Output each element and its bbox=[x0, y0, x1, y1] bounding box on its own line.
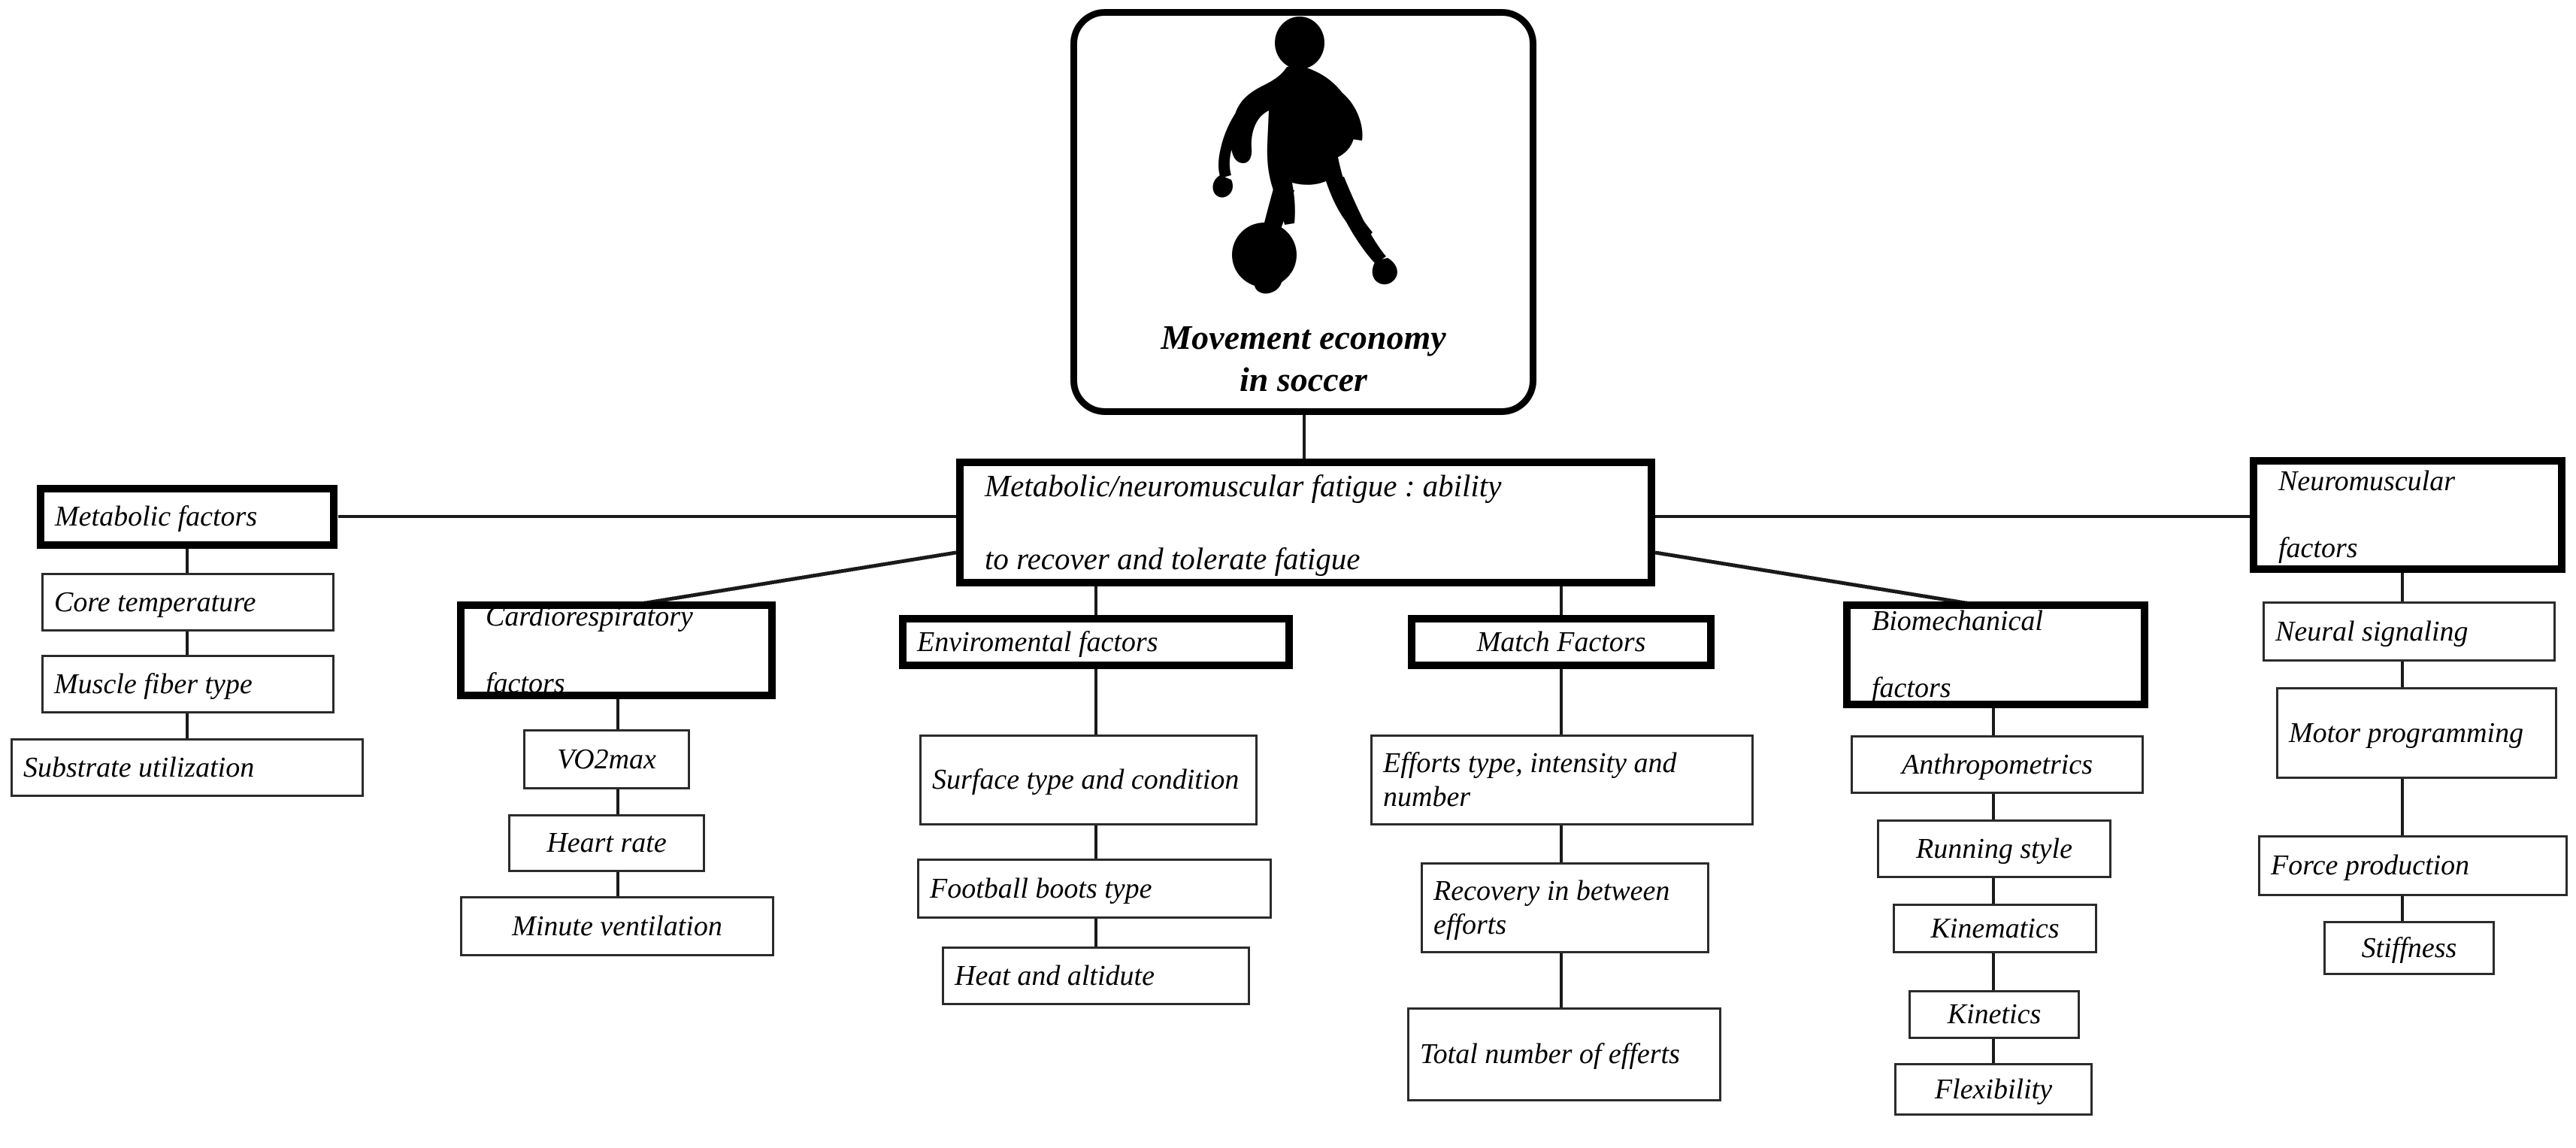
hub-label-line2: to recover and tolerate fatigue bbox=[985, 541, 1361, 577]
node-football-boots-type[interactable]: Football boots type bbox=[917, 859, 1272, 919]
root-label-line2: in soccer bbox=[1240, 360, 1367, 399]
hub-label-line1: Metabolic/neuromuscular fatigue : abilit… bbox=[985, 468, 1502, 504]
node-recovery-in-between-efforts[interactable]: Recovery in between efforts bbox=[1421, 862, 1709, 953]
node-muscle-fiber-type[interactable]: Muscle fiber type bbox=[41, 655, 334, 713]
node-minute-ventilation-label: Minute ventilation bbox=[512, 910, 722, 942]
node-neural-signaling[interactable]: Neural signaling bbox=[2263, 601, 2556, 662]
node-surface-type-and-condition[interactable]: Surface type and condition bbox=[919, 735, 1258, 825]
node-heart-rate[interactable]: Heart rate bbox=[508, 814, 705, 872]
node-anthropometrics[interactable]: Anthropometrics bbox=[1851, 735, 2144, 794]
node-football-boots-type-label: Football boots type bbox=[930, 872, 1152, 904]
node-running-style[interactable]: Running style bbox=[1877, 819, 2111, 878]
node-kinetics-label: Kinetics bbox=[1947, 998, 2042, 1031]
branch-header-environmental[interactable]: Enviromental factors bbox=[899, 615, 1293, 669]
node-flexibility-label: Flexibility bbox=[1934, 1073, 2053, 1105]
node-stiffness-label: Stiffness bbox=[2361, 931, 2457, 964]
node-recovery-in-between-efforts-label: Recovery in between efforts bbox=[1433, 874, 1670, 941]
node-force-production[interactable]: Force production bbox=[2258, 835, 2568, 896]
node-total-number-of-efforts[interactable]: Total number of efferts bbox=[1407, 1007, 1721, 1101]
branch-header-metabolic[interactable]: Metabolic factors bbox=[37, 485, 338, 549]
branch-header-biomechanical-line1: Biomechanical bbox=[1872, 604, 2043, 637]
node-motor-programming[interactable]: Motor programming bbox=[2276, 687, 2557, 779]
branch-header-neuromuscular[interactable]: Neuromuscular factors bbox=[2250, 457, 2565, 573]
node-kinematics-label: Kinematics bbox=[1930, 912, 2060, 944]
node-core-temperature-label: Core temperature bbox=[54, 586, 256, 618]
branch-header-metabolic-label: Metabolic factors bbox=[55, 501, 258, 533]
node-neural-signaling-label: Neural signaling bbox=[2275, 615, 2469, 647]
branch-header-biomechanical-label: Biomechanical factors bbox=[1851, 604, 2141, 705]
branch-header-environmental-label: Enviromental factors bbox=[917, 625, 1158, 658]
node-efforts-type-intensity-number-label: Efforts type, intensity and number bbox=[1383, 747, 1677, 813]
node-force-production-label: Force production bbox=[2271, 850, 2470, 882]
node-efforts-type-intensity-number[interactable]: Efforts type, intensity and number bbox=[1370, 735, 1754, 825]
node-kinetics[interactable]: Kinetics bbox=[1909, 990, 2080, 1039]
branch-header-cardiorespiratory-label: Cardiorespiratory factors bbox=[465, 600, 768, 701]
node-vo2max-label: VO2max bbox=[557, 743, 656, 775]
branch-header-neuromuscular-line2: factors bbox=[2278, 532, 2358, 565]
node-surface-type-and-condition-label: Surface type and condition bbox=[932, 764, 1240, 796]
node-heat-and-altitude[interactable]: Heat and altidute bbox=[942, 947, 1250, 1005]
node-core-temperature[interactable]: Core temperature bbox=[41, 573, 334, 632]
node-substrate-utilization-label: Substrate utilization bbox=[23, 751, 255, 783]
branch-header-match[interactable]: Match Factors bbox=[1408, 615, 1715, 669]
soccer-player-silhouette-icon bbox=[1168, 16, 1439, 317]
node-substrate-utilization[interactable]: Substrate utilization bbox=[11, 738, 364, 797]
branch-header-neuromuscular-line1: Neuromuscular bbox=[2278, 465, 2456, 497]
branch-header-biomechanical[interactable]: Biomechanical factors bbox=[1843, 601, 2148, 708]
hub-node-fatigue[interactable]: Metabolic/neuromuscular fatigue : abilit… bbox=[956, 459, 1655, 586]
root-label-line1: Movement economy bbox=[1161, 318, 1446, 356]
branch-header-cardiorespiratory[interactable]: Cardiorespiratory factors bbox=[457, 601, 776, 699]
node-muscle-fiber-type-label: Muscle fiber type bbox=[54, 668, 253, 700]
branch-header-neuromuscular-label: Neuromuscular factors bbox=[2257, 465, 2558, 565]
node-stiffness[interactable]: Stiffness bbox=[2323, 921, 2495, 975]
node-motor-programming-label: Motor programming bbox=[2289, 716, 2524, 749]
node-total-number-of-efforts-label: Total number of efferts bbox=[1420, 1038, 1680, 1071]
branch-header-cardiorespiratory-line1: Cardiorespiratory bbox=[486, 600, 693, 632]
branch-header-match-label: Match Factors bbox=[1476, 625, 1646, 658]
node-heat-and-altitude-label: Heat and altidute bbox=[955, 959, 1155, 992]
branch-header-cardiorespiratory-line2: factors bbox=[486, 668, 565, 700]
root-node-movement-economy[interactable]: Movement economy in soccer bbox=[1070, 9, 1536, 415]
node-heart-rate-label: Heart rate bbox=[546, 827, 667, 859]
node-vo2max[interactable]: VO2max bbox=[523, 729, 690, 789]
node-kinematics[interactable]: Kinematics bbox=[1893, 904, 2097, 953]
root-node-label: Movement economy in soccer bbox=[1161, 317, 1445, 420]
node-minute-ventilation[interactable]: Minute ventilation bbox=[460, 896, 774, 956]
node-flexibility[interactable]: Flexibility bbox=[1894, 1063, 2093, 1116]
node-running-style-label: Running style bbox=[1916, 832, 2072, 865]
hub-label: Metabolic/neuromuscular fatigue : abilit… bbox=[964, 468, 1648, 577]
branch-header-biomechanical-line2: factors bbox=[1872, 672, 1951, 704]
node-anthropometrics-label: Anthropometrics bbox=[1901, 748, 2093, 780]
